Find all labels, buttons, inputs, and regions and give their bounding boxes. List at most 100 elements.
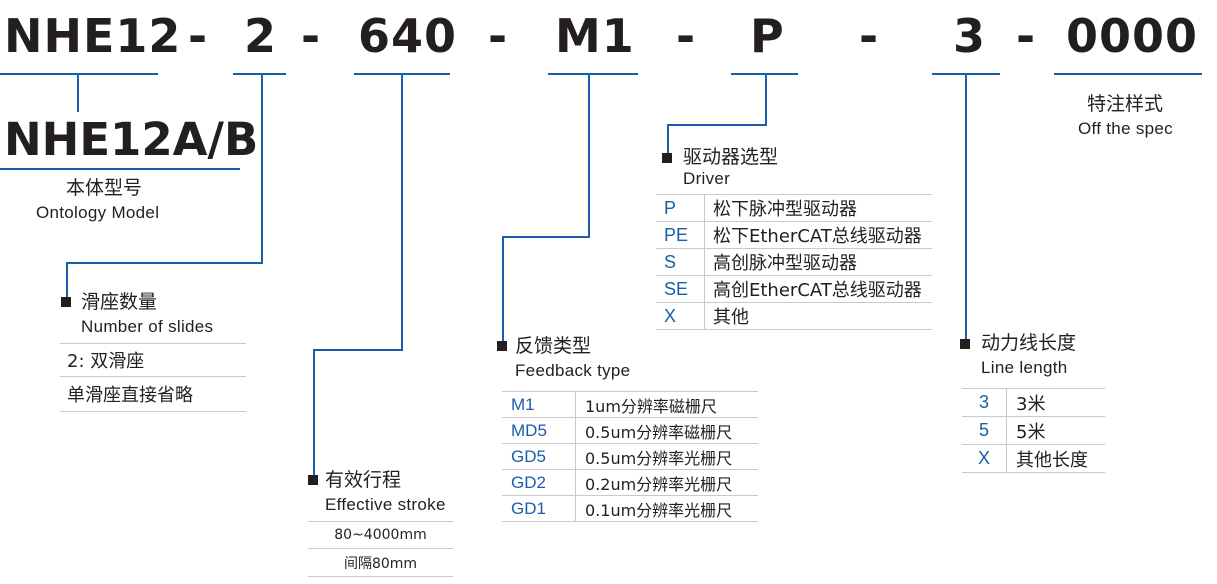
connector-driver-h — [667, 124, 767, 126]
slides-title-zh: 滑座数量 — [81, 291, 158, 313]
line-title-zh: 动力线长度 — [981, 332, 1077, 354]
driver-desc: 松下脉冲型驱动器 — [704, 194, 932, 222]
line-title-en: Line length — [981, 358, 1068, 377]
underline-driver — [731, 73, 798, 75]
feedback-desc: 0.1um分辨率光栅尺 — [575, 495, 758, 522]
underline-base-model — [0, 168, 240, 170]
driver-title-zh: 驱动器选型 — [683, 146, 779, 168]
connector-stroke-v2 — [313, 349, 315, 476]
table-row: GD2 0.2um分辨率光栅尺 — [502, 469, 758, 496]
driver-code: SE — [656, 275, 705, 303]
driver-code: X — [656, 302, 705, 330]
feedback-code: MD5 — [502, 417, 576, 444]
stroke-bullet — [308, 475, 318, 485]
table-row: 单滑座直接省略 — [60, 376, 246, 412]
stroke-row-1: 80~4000mm — [308, 521, 453, 549]
line-desc: 其他长度 — [1006, 444, 1105, 473]
code-stroke: 640 — [358, 9, 458, 63]
feedback-table: M1 1um分辨率磁栅尺 MD5 0.5um分辨率磁栅尺 GD5 0.5um分辨… — [502, 391, 758, 522]
slides-bullet — [61, 297, 71, 307]
underline-model — [0, 73, 158, 75]
driver-code: P — [656, 194, 705, 222]
slides-title-en: Number of slides — [81, 317, 214, 336]
connector-stroke-h — [313, 349, 403, 351]
feedback-code: GD1 — [502, 495, 576, 522]
connector-stroke-v1 — [401, 74, 403, 351]
feedback-desc: 1um分辨率磁栅尺 — [575, 391, 758, 418]
code-spec: 0000 — [1066, 9, 1199, 63]
code-model: NHE12 — [4, 9, 182, 63]
code-separator-3: - — [488, 9, 508, 63]
code-separator-4: - — [676, 9, 696, 63]
connector-feedback-v1 — [588, 74, 590, 238]
stroke-title-en: Effective stroke — [325, 495, 446, 514]
table-row: P 松下脉冲型驱动器 — [656, 194, 932, 222]
line-bullet — [960, 339, 970, 349]
line-desc: 5米 — [1006, 416, 1105, 445]
table-row: 80~4000mm — [308, 521, 453, 549]
feedback-code: GD5 — [502, 443, 576, 470]
connector-line — [965, 74, 967, 342]
table-row: SE 高创EtherCAT总线驱动器 — [656, 275, 932, 303]
line-code: 5 — [962, 416, 1007, 445]
code-feedback: M1 — [555, 9, 635, 63]
code-separator-1: - — [188, 9, 208, 63]
table-row: M1 1um分辨率磁栅尺 — [502, 391, 758, 418]
stroke-table: 80~4000mm 间隔80mm — [308, 521, 453, 577]
table-row: 间隔80mm — [308, 548, 453, 577]
table-row: 5 5米 — [962, 416, 1105, 445]
code-line: 3 — [953, 9, 987, 63]
feedback-code: M1 — [502, 391, 576, 418]
line-code: X — [962, 444, 1007, 473]
code-driver: P — [750, 9, 785, 63]
feedback-desc: 0.2um分辨率光栅尺 — [575, 469, 758, 496]
table-row: MD5 0.5um分辨率磁栅尺 — [502, 417, 758, 444]
line-code: 3 — [962, 388, 1007, 417]
feedback-desc: 0.5um分辨率光栅尺 — [575, 443, 758, 470]
connector-slides-v1 — [261, 74, 263, 264]
line-desc: 3米 — [1006, 388, 1105, 417]
slides-row-1: 2: 双滑座 — [60, 343, 246, 377]
feedback-desc: 0.5um分辨率磁栅尺 — [575, 417, 758, 444]
connector-model — [77, 74, 79, 112]
connector-feedback-h — [502, 236, 590, 238]
table-row: X 其他 — [656, 302, 932, 330]
driver-code: S — [656, 248, 705, 276]
driver-code: PE — [656, 221, 705, 249]
stroke-title-zh: 有效行程 — [325, 469, 402, 491]
spec-label-en: Off the spec — [1078, 119, 1173, 138]
code-separator-6: - — [1016, 9, 1036, 63]
feedback-code: GD2 — [502, 469, 576, 496]
driver-desc: 高创脉冲型驱动器 — [704, 248, 932, 276]
table-row: 2: 双滑座 — [60, 343, 246, 377]
table-row: PE 松下EtherCAT总线驱动器 — [656, 221, 932, 249]
feedback-title-en: Feedback type — [515, 361, 631, 380]
code-separator-2: - — [301, 9, 321, 63]
connector-driver-v2 — [667, 124, 669, 154]
slides-table: 2: 双滑座 单滑座直接省略 — [60, 343, 246, 412]
table-row: 3 3米 — [962, 388, 1105, 417]
connector-slides-v2 — [66, 262, 68, 298]
connector-driver-v1 — [765, 74, 767, 126]
base-model-label-zh: 本体型号 — [66, 177, 143, 199]
connector-slides-h — [66, 262, 263, 264]
underline-spec — [1054, 73, 1202, 75]
feedback-title-zh: 反馈类型 — [515, 335, 592, 357]
stroke-row-2: 间隔80mm — [308, 548, 453, 577]
table-row: X 其他长度 — [962, 444, 1105, 473]
underline-slides — [233, 73, 286, 75]
driver-table: P 松下脉冲型驱动器 PE 松下EtherCAT总线驱动器 S 高创脉冲型驱动器… — [656, 194, 932, 330]
connector-feedback-v2 — [502, 236, 504, 342]
code-separator-5: - — [859, 9, 879, 63]
line-table: 3 3米 5 5米 X 其他长度 — [962, 388, 1105, 473]
driver-desc: 其他 — [704, 302, 932, 330]
driver-desc: 高创EtherCAT总线驱动器 — [704, 275, 932, 303]
base-model-name: NHE12A/B — [4, 113, 259, 166]
table-row: GD5 0.5um分辨率光栅尺 — [502, 443, 758, 470]
base-model-label-en: Ontology Model — [36, 203, 160, 222]
table-row: GD1 0.1um分辨率光栅尺 — [502, 495, 758, 522]
table-row: S 高创脉冲型驱动器 — [656, 248, 932, 276]
feedback-bullet — [497, 341, 507, 351]
code-slides: 2 — [244, 9, 278, 63]
slides-row-2: 单滑座直接省略 — [60, 376, 246, 412]
